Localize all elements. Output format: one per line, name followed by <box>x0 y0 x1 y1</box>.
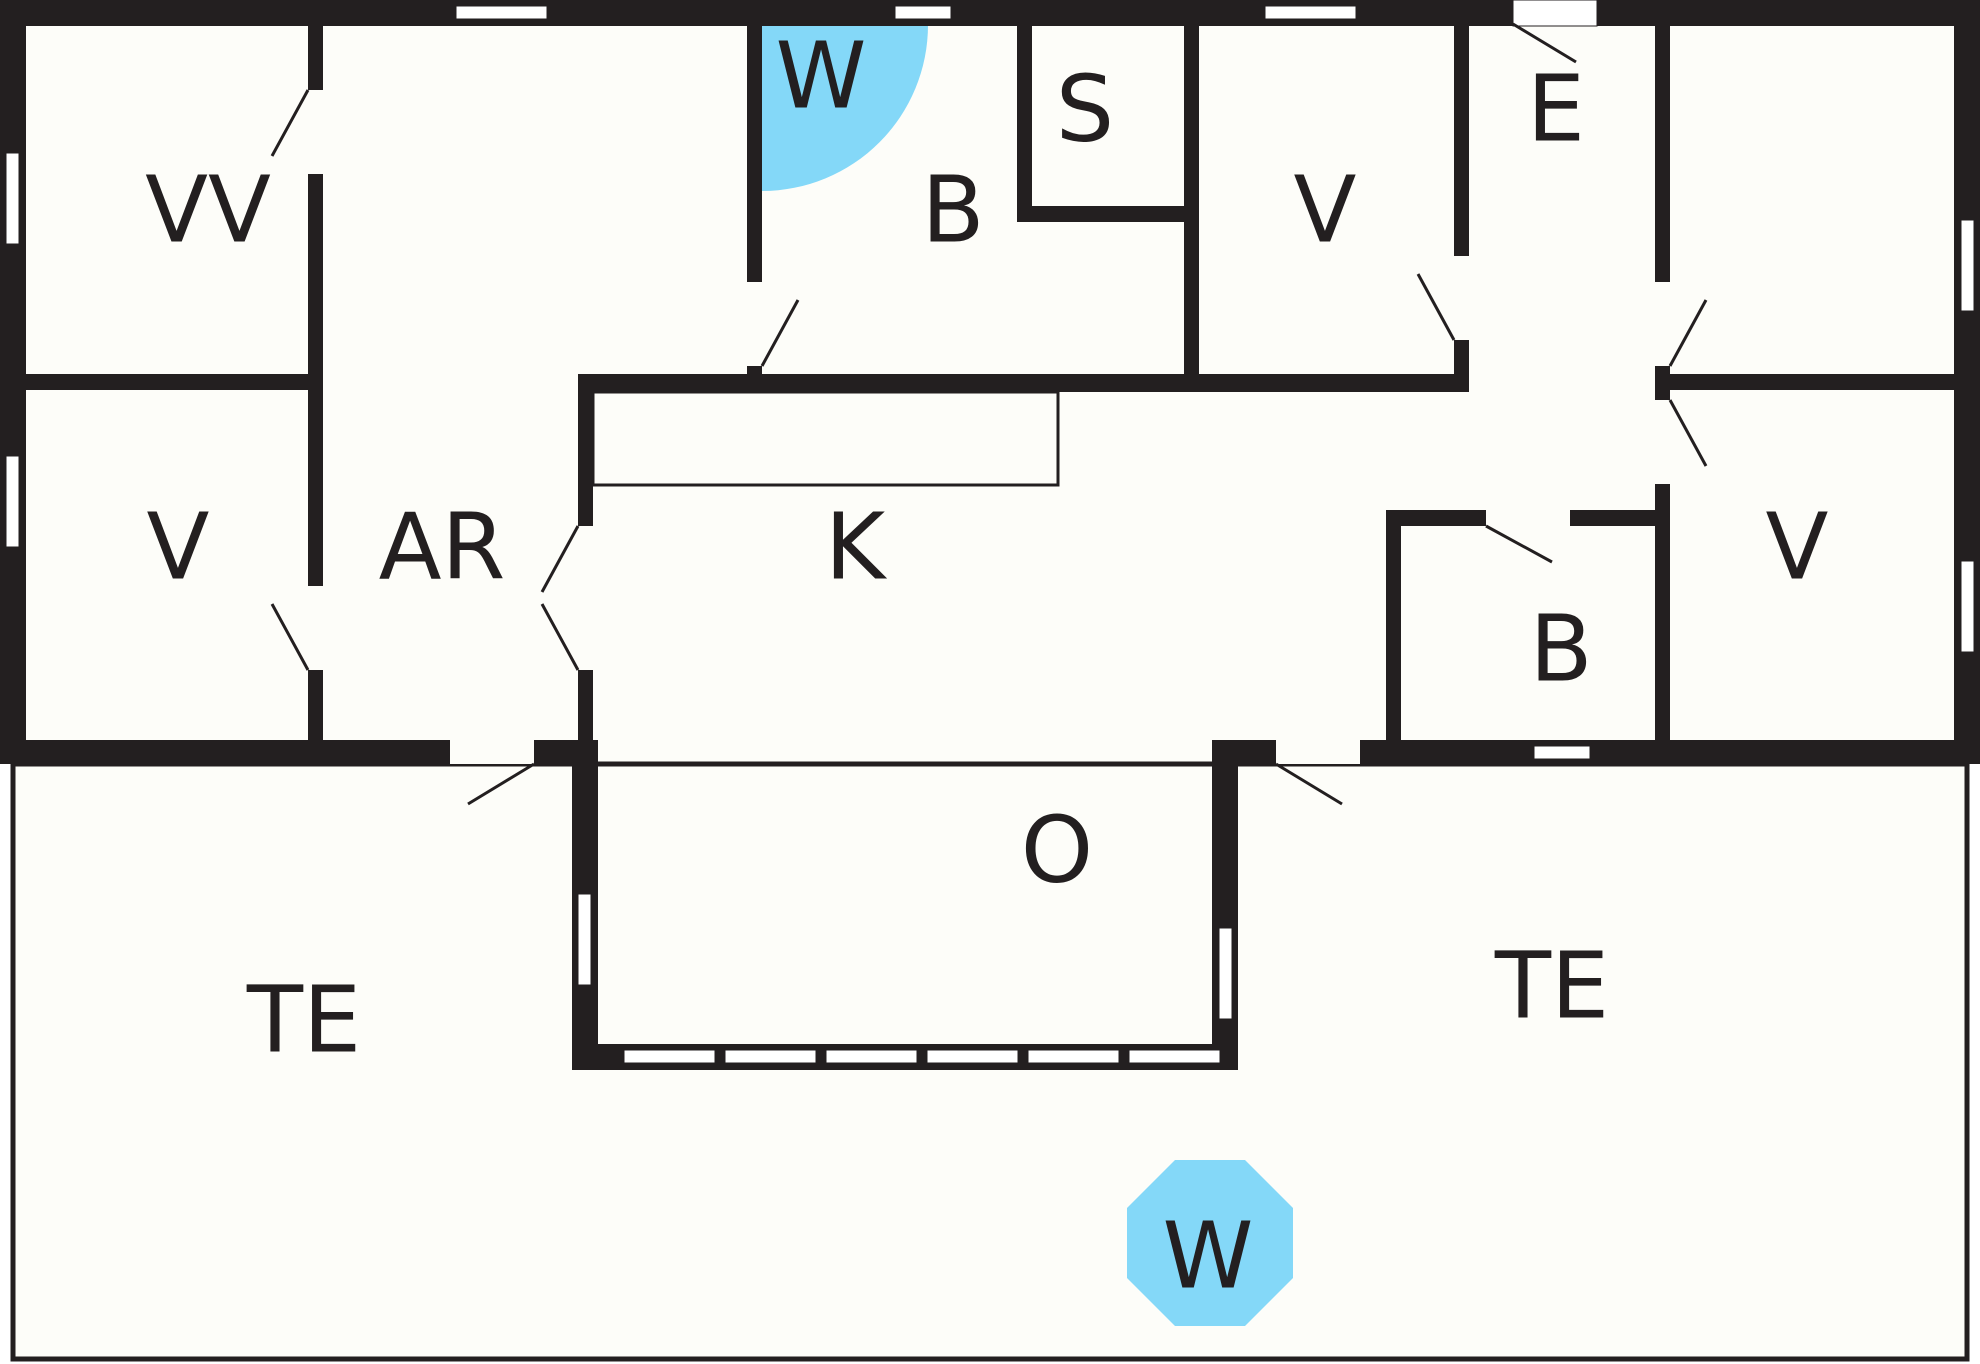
label-kitchen: K <box>825 493 888 600</box>
label-outdoor-w: W <box>1163 1202 1254 1309</box>
thin-lines <box>10 390 1970 1362</box>
windows <box>5 0 1975 1064</box>
label-terrace-right: TE <box>1494 932 1609 1039</box>
wc-quarter-circle <box>762 25 928 191</box>
label-wc-top: W <box>776 22 867 129</box>
label-bedroom-left: V <box>147 493 210 600</box>
label-terrace-left: TE <box>246 966 361 1073</box>
label-sauna: S <box>1056 55 1114 162</box>
room-labels: VV V AR B S V E K B V O TE TE W W <box>145 22 1828 1309</box>
label-bedroom-mid: V <box>1294 156 1357 263</box>
label-bedroom-right: V <box>1766 493 1829 600</box>
outdoor-w-octagon <box>1127 1160 1293 1326</box>
label-entrance: E <box>1527 55 1585 162</box>
label-bathroom-top: B <box>921 156 984 263</box>
label-bedroom-vv: VV <box>145 156 271 263</box>
door-openings <box>308 90 1670 764</box>
door-swings <box>270 22 1708 806</box>
label-bathroom-small: B <box>1529 595 1592 702</box>
label-living: O <box>1021 796 1093 903</box>
label-hallway: AR <box>379 493 506 600</box>
